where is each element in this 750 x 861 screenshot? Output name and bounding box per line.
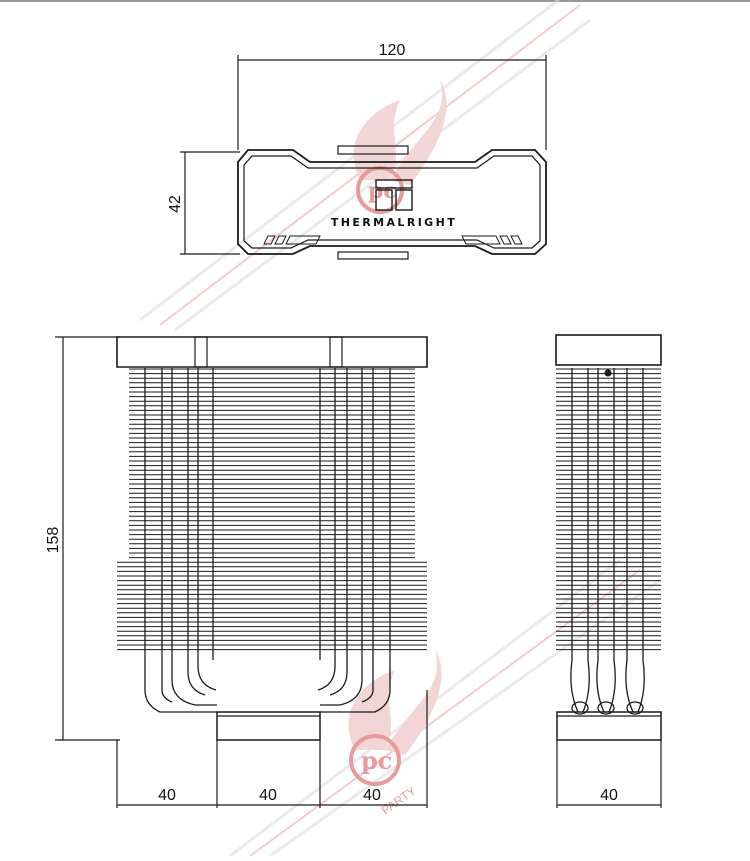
front-heatpipes <box>144 368 391 713</box>
top-view <box>180 55 547 260</box>
side-view <box>555 334 662 808</box>
top-accent-left <box>263 235 321 245</box>
top-accent-right <box>461 235 523 245</box>
front-fin-stack <box>117 368 427 651</box>
front-top-cap <box>116 336 428 368</box>
watermark-stripe <box>139 0 561 322</box>
front-cap-post <box>329 336 343 368</box>
dim-depth-label: 42 <box>167 195 184 213</box>
side-screw <box>604 369 612 377</box>
top-shroud-outer <box>237 149 547 255</box>
front-view <box>55 336 428 808</box>
top-plate <box>337 145 409 155</box>
dim-base-label-1: 40 <box>158 787 176 804</box>
watermark-stripe <box>269 578 661 858</box>
thermalright-logo-icon <box>375 179 413 211</box>
top-shroud-inner <box>243 155 541 249</box>
dim-side-base-label: 40 <box>600 787 618 804</box>
dim-height-label: 158 <box>45 527 62 554</box>
brand-text: THERMALRIGHT <box>331 216 457 229</box>
front-base-block <box>216 711 321 741</box>
svg-text:PARTY: PARTY <box>379 784 419 818</box>
watermark-logo-bottom: pc PARTY <box>348 650 442 818</box>
side-base-block <box>556 711 662 741</box>
bottom-plate <box>337 251 409 260</box>
dim-width-label: 120 <box>379 42 406 59</box>
dim-base-label-3: 40 <box>363 787 381 804</box>
svg-text:pc: pc <box>361 746 392 775</box>
front-cap-post <box>194 336 208 368</box>
side-top-cap <box>555 334 662 366</box>
side-heatpipes <box>570 368 645 715</box>
watermark: pc pc PARTY <box>139 0 661 858</box>
dim-base-label-2: 40 <box>259 787 277 804</box>
